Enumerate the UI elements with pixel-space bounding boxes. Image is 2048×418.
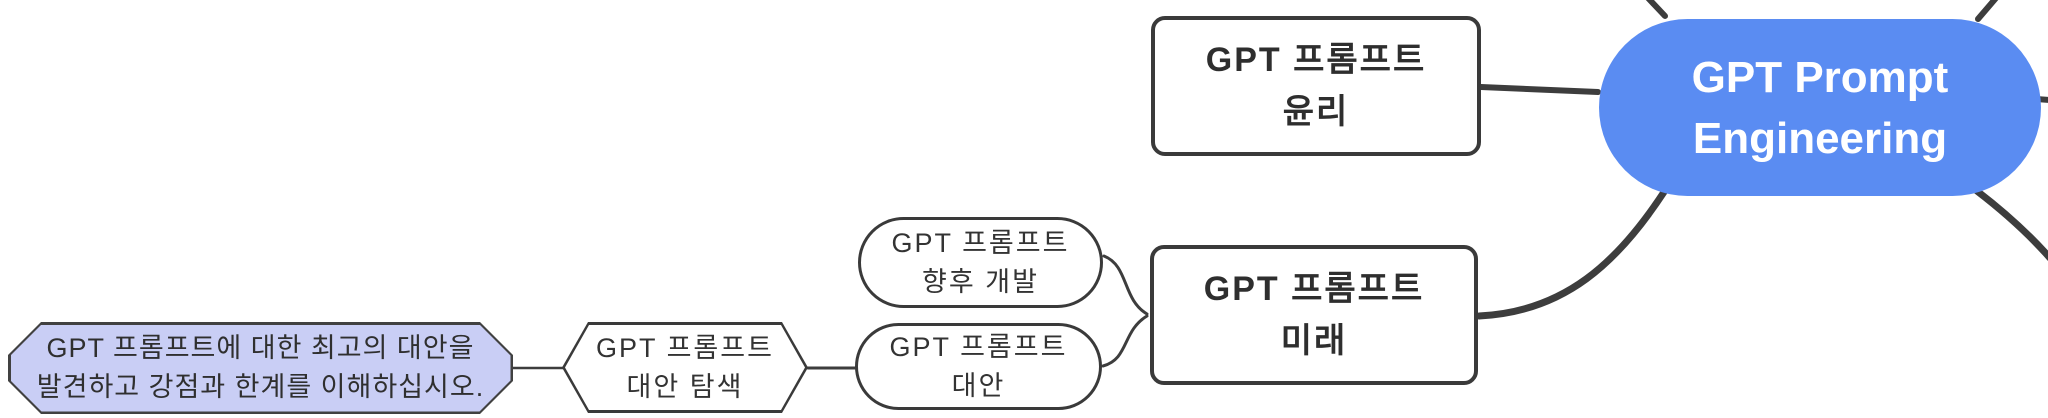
edge-stub-top-left xyxy=(1645,0,1668,19)
hexagon-fill: GPT 프롬프트 대안 탐색 xyxy=(565,325,805,410)
node-label: GPT 프롬프트 대안 탐색 xyxy=(596,332,774,402)
edge-futuredev-to-future xyxy=(1102,254,1149,316)
node-gpt-prompt-ethics[interactable]: GPT 프롬프트 윤리 xyxy=(1151,16,1481,156)
node-gpt-prompt-future[interactable]: GPT 프롬프트 미래 xyxy=(1150,245,1478,385)
edge-alternatives-to-future xyxy=(1101,314,1149,368)
node-label: GPT 프롬프트 미래 xyxy=(1203,270,1425,360)
node-label: GPT 프롬프트 향후 개발 xyxy=(891,227,1070,297)
edge-stub-top-right xyxy=(1975,0,1999,22)
note-node-best-alternatives[interactable]: GPT 프롬프트에 대한 최고의 대안을 발견하고 강점과 한계를 이해하십시오… xyxy=(8,322,513,414)
node-label: GPT Prompt Engineering xyxy=(1691,52,1949,163)
node-label: GPT 프롬프트에 대한 최고의 대안을 발견하고 강점과 한계를 이해하십시오… xyxy=(36,333,485,402)
node-gpt-prompt-future-development[interactable]: GPT 프롬프트 향후 개발 xyxy=(858,217,1103,308)
node-gpt-prompt-alternatives[interactable]: GPT 프롬프트 대안 xyxy=(855,323,1102,410)
root-node-gpt-prompt-engineering[interactable]: GPT Prompt Engineering xyxy=(1599,19,2041,196)
edge-stub-bottom-right xyxy=(1973,187,2048,261)
node-label: GPT 프롬프트 대안 xyxy=(889,331,1068,401)
node-label: GPT 프롬프트 윤리 xyxy=(1205,41,1427,131)
edge-future-to-root xyxy=(1475,188,1668,320)
octagon-fill: GPT 프롬프트에 대한 최고의 대안을 발견하고 강점과 한계를 이해하십시오… xyxy=(11,325,511,412)
node-explore-gpt-prompt-alternatives[interactable]: GPT 프롬프트 대안 탐색 xyxy=(562,322,808,413)
edge-ethics-to-root xyxy=(1478,84,1601,95)
